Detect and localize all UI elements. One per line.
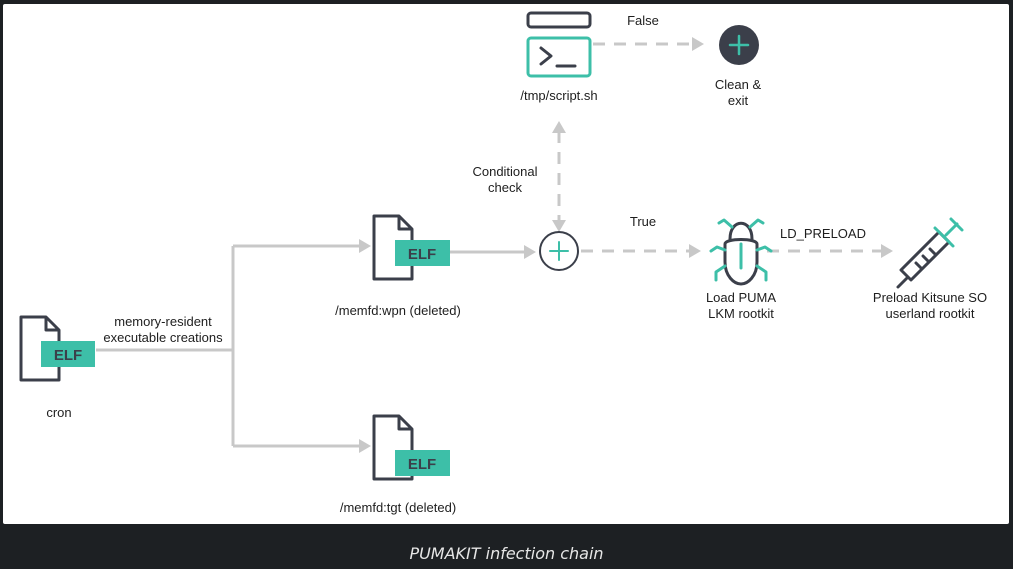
memfd-wpn-label: /memfd:wpn (deleted) xyxy=(335,303,461,318)
figure-caption: PUMAKIT infection chain xyxy=(409,544,604,563)
tgt-elf-badge: ELF xyxy=(408,456,436,473)
dashed-connectors xyxy=(557,42,885,253)
diagram-svg: ELF ELF ELF xyxy=(19,11,964,481)
memfd-tgt-label: /memfd:tgt (deleted) xyxy=(339,500,457,515)
true-label: True xyxy=(629,214,657,229)
memfd-wpn-file-icon: ELF xyxy=(372,214,450,281)
preload-kitsune-label: Preload Kitsune SO userland rootkit xyxy=(872,290,988,321)
clean-exit-label: Clean & exit xyxy=(714,77,762,108)
syringe-icon xyxy=(896,217,964,289)
cron-file-icon: ELF xyxy=(19,315,95,382)
ld-preload-label: LD_PRELOAD xyxy=(780,226,866,241)
memfd-tgt-file-icon: ELF xyxy=(372,414,450,481)
terminal-window-icon xyxy=(526,11,592,78)
memory-resident-label: memory-resident executable creations xyxy=(103,314,223,345)
wpn-elf-badge: ELF xyxy=(408,246,436,263)
diagram-canvas: ELF ELF ELF xyxy=(3,4,1009,524)
decision-plus-circle-icon xyxy=(539,231,579,271)
dashed-arrowheads xyxy=(552,37,893,258)
false-label: False xyxy=(627,13,659,28)
beetle-rootkit-icon xyxy=(709,218,773,286)
script-label: /tmp/script.sh xyxy=(520,88,598,103)
solid-arrowheads xyxy=(359,239,536,453)
clean-exit-plus-icon xyxy=(719,25,759,65)
cron-label: cron xyxy=(46,405,72,420)
load-puma-label: Load PUMA LKM rootkit xyxy=(705,290,777,321)
cron-branch-connectors xyxy=(96,244,528,448)
cron-elf-badge: ELF xyxy=(54,347,82,364)
conditional-check-label: Conditional check xyxy=(472,164,538,195)
